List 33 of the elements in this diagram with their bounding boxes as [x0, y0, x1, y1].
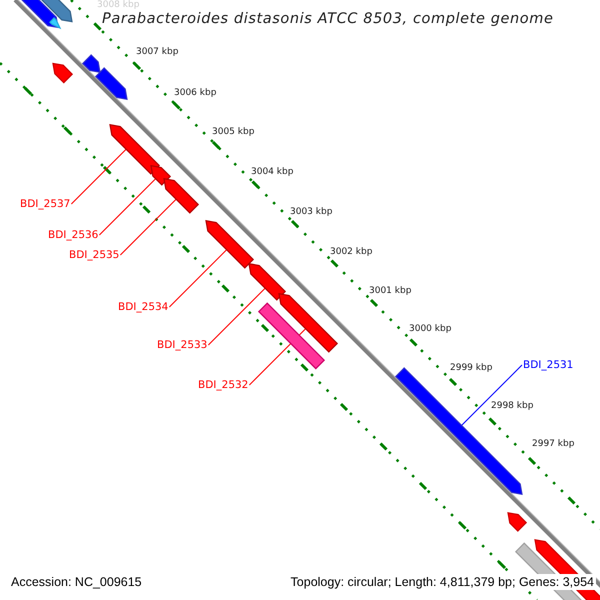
- scale-label: 3007 kbp: [136, 47, 178, 58]
- scale-label: 3000 kbp: [409, 324, 452, 334]
- accession-text: Accession: NC_009615: [9, 574, 144, 590]
- gene-label: BDI_2531: [523, 359, 574, 372]
- scale-label: 3004 kbp: [251, 167, 294, 178]
- leader-line: [70, 148, 127, 205]
- leader-line: [461, 364, 522, 426]
- gene-feature: [278, 292, 338, 353]
- gene-label: BDI_2532: [198, 379, 248, 392]
- gene-feature: [248, 262, 286, 301]
- scale-label: 2998 kbp: [491, 401, 534, 412]
- title: Parabacteroides distasonis ATCC 8503, complete genome: [102, 11, 554, 28]
- gene-feature: [205, 220, 254, 269]
- gene-label: BDI_2537: [20, 198, 70, 210]
- scale-label: 3002 kbp: [330, 247, 372, 258]
- gene-label: BDI_2536: [48, 229, 98, 242]
- leader-line: [168, 249, 228, 308]
- leader-line: [208, 288, 266, 346]
- gene-label: BDI_2534: [118, 301, 168, 314]
- scale-label: 3005 kbp: [212, 127, 254, 138]
- leader-line: [98, 178, 156, 236]
- scale-label: 2997 kbp: [532, 439, 574, 450]
- gene-feature: [150, 164, 172, 186]
- gene-label: BDI_2535: [69, 249, 120, 262]
- scale-label: 3003 kbp: [290, 207, 332, 218]
- scale-label: 2999 kbp: [450, 363, 492, 374]
- gene-label: BDI_2533: [157, 339, 208, 352]
- genome-summary-text: Topology: circular; Length: 4,811,379 bp; Genes: 3,954: [288, 574, 596, 590]
- gene-feature: [163, 178, 200, 214]
- gene-feature: [109, 124, 160, 175]
- scale-label: 3006 kbp: [174, 88, 216, 98]
- leader-line: [120, 198, 177, 256]
- scale-label: 3001 kbp: [369, 286, 412, 296]
